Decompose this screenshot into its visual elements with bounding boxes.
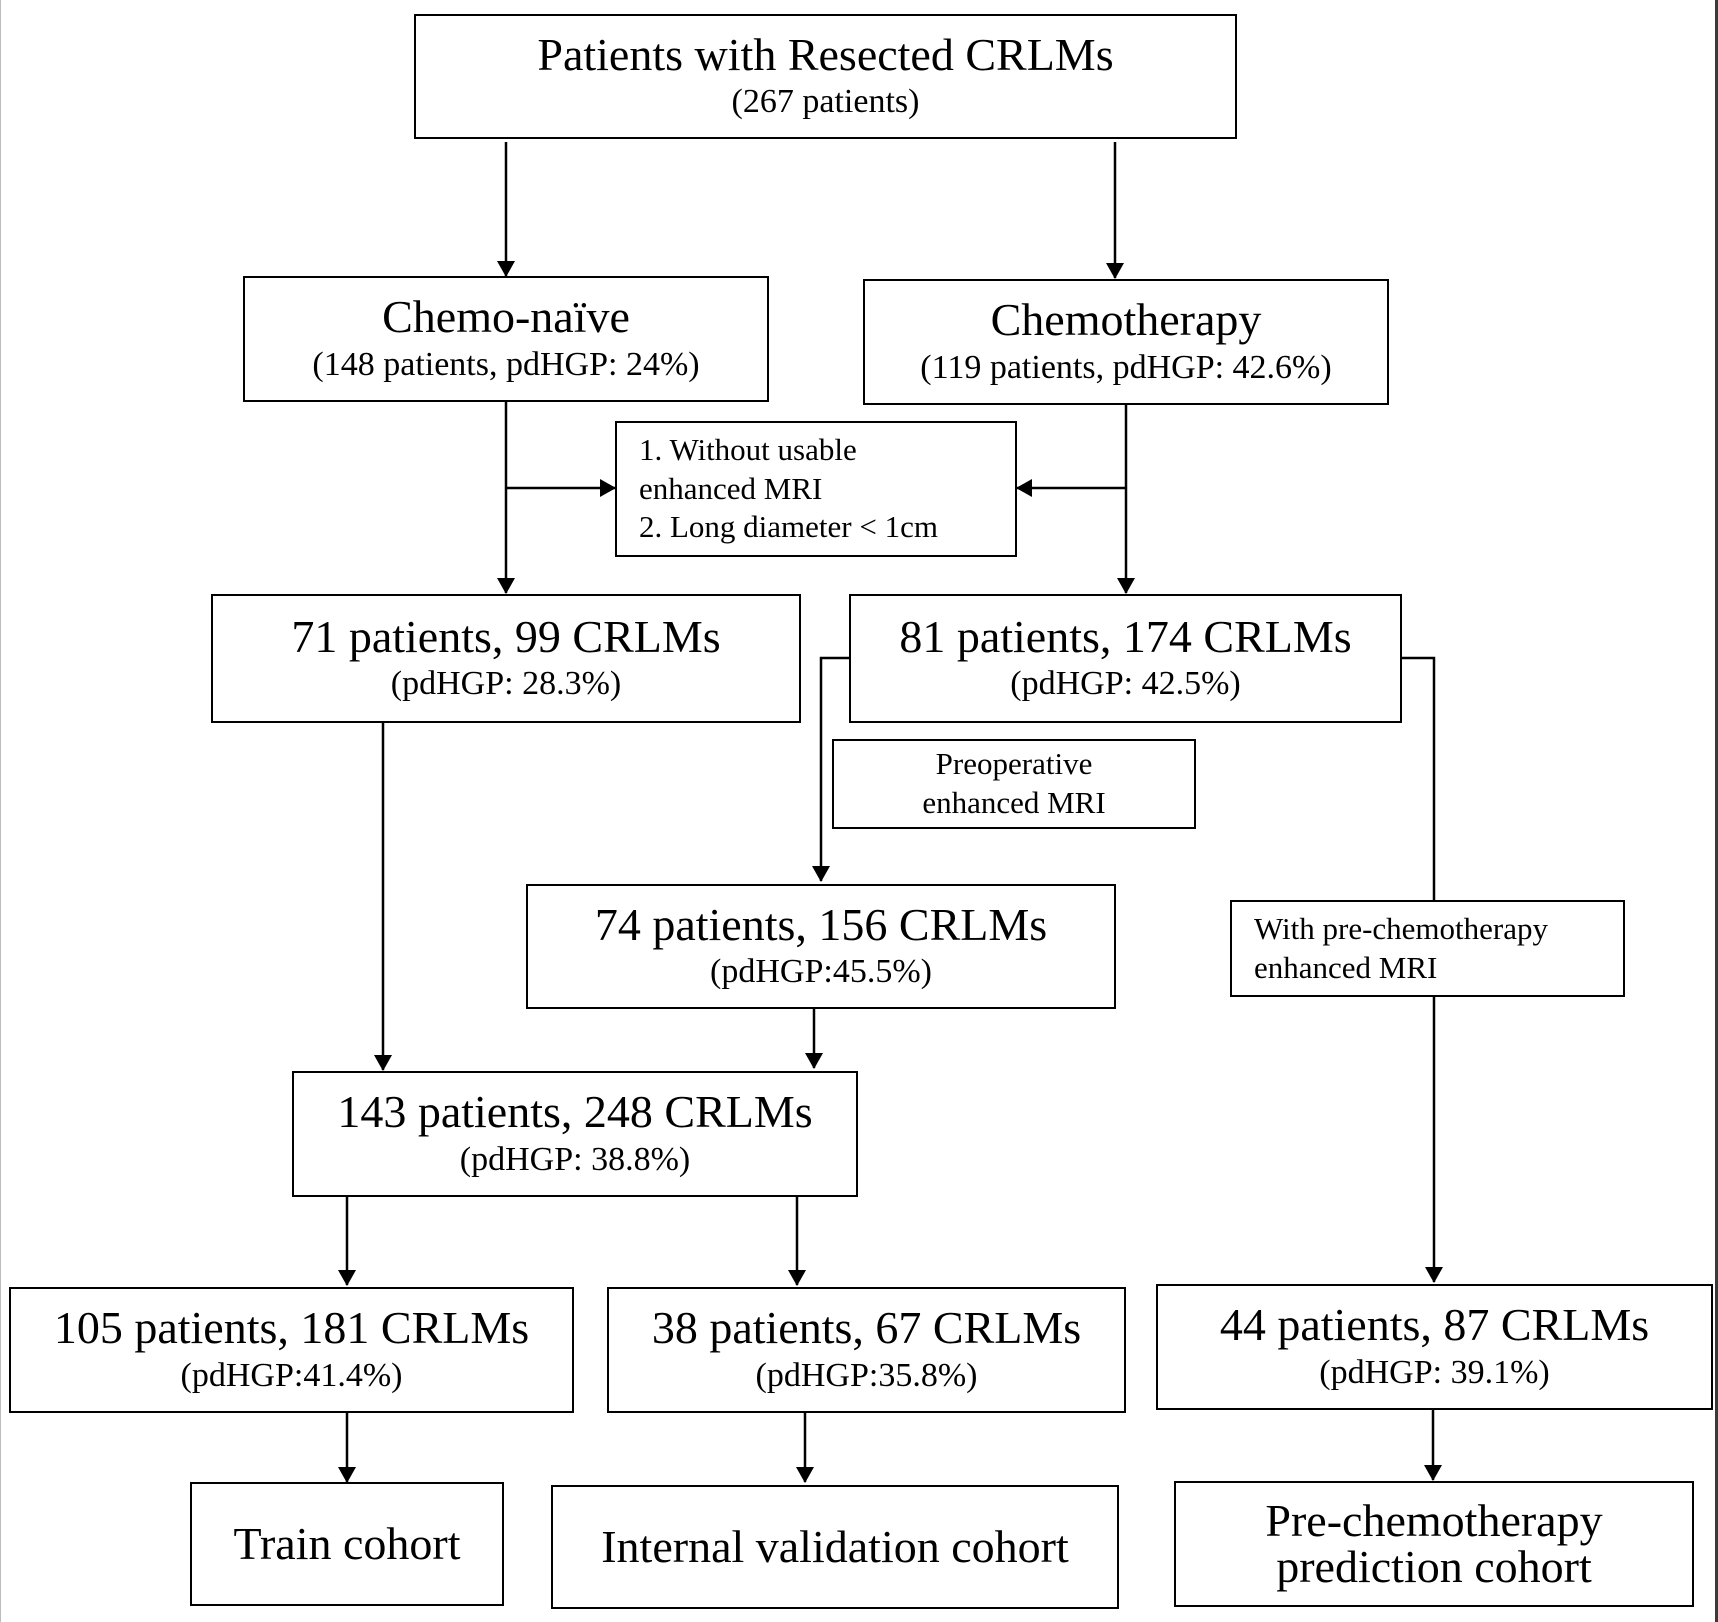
chemo-preop-subtitle: (pdHGP:45.5%) xyxy=(710,953,932,991)
train-split-subtitle: (pdHGP:41.4%) xyxy=(180,1356,403,1394)
naive-filtered-title: 71 patients, 99 CRLMs xyxy=(291,610,721,662)
internal-validation-cohort-label: Internal validation cohort xyxy=(601,1521,1069,1572)
prechemo-mri-box: With pre-chemotherapy enhanced MRI xyxy=(1230,900,1625,997)
internal-split-box: 38 patients, 67 CRLMs (pdHGP:35.8%) xyxy=(607,1287,1126,1413)
root-title: Patients with Resected CRLMs xyxy=(537,28,1114,80)
chemo-naive-subtitle: (148 patients, pdHGP: 24%) xyxy=(312,345,700,383)
prechemo-cohort-line-1: Pre-chemotherapy xyxy=(1265,1495,1603,1546)
preoperative-mri-line-2: enhanced MRI xyxy=(922,785,1106,820)
exclusion-line-2: enhanced MRI xyxy=(639,470,823,506)
chemo-preop-box: 74 patients, 156 CRLMs (pdHGP:45.5%) xyxy=(526,884,1116,1009)
chemo-naive-title: Chemo-naïve xyxy=(382,291,630,343)
naive-filtered-box: 71 patients, 99 CRLMs (pdHGP: 28.3%) xyxy=(211,594,801,723)
naive-filtered-subtitle: (pdHGP: 28.3%) xyxy=(390,665,622,703)
exclusion-line-3: 2. Long diameter < 1cm xyxy=(639,509,938,545)
chemotherapy-box: Chemotherapy (119 patients, pdHGP: 42.6%… xyxy=(863,279,1389,405)
chemo-preop-title: 74 patients, 156 CRLMs xyxy=(594,898,1048,950)
chemo-filtered-subtitle: (pdHGP: 42.5%) xyxy=(1010,665,1241,703)
chemo-filtered-box: 81 patients, 174 CRLMs (pdHGP: 42.5%) xyxy=(849,594,1402,723)
combined-subtitle: (pdHGP: 38.8%) xyxy=(459,1140,691,1178)
train-split-title: 105 patients, 181 CRLMs xyxy=(53,1302,530,1354)
combined-box: 143 patients, 248 CRLMs (pdHGP: 38.8%) xyxy=(292,1071,858,1197)
exclusion-line-1: 1. Without usable xyxy=(639,431,857,467)
prechemo-mri-line-1: With pre-chemotherapy xyxy=(1254,910,1548,946)
prechemo-mri-line-2: enhanced MRI xyxy=(1254,949,1438,985)
arrow-81-to-44 xyxy=(1402,656,1443,1283)
internal-split-subtitle: (pdHGP:35.8%) xyxy=(755,1356,978,1394)
root-subtitle: (267 patients) xyxy=(731,83,920,121)
train-cohort-box: Train cohort xyxy=(190,1482,504,1606)
arrow-81-to-74 xyxy=(812,656,849,882)
internal-split-title: 38 patients, 67 CRLMs xyxy=(651,1302,1082,1354)
preoperative-mri-line-1: Preoperative xyxy=(935,746,1093,782)
prechemo-prediction-cohort-box: Pre-chemotherapy prediction cohort xyxy=(1174,1481,1694,1607)
chemotherapy-title: Chemotherapy xyxy=(990,294,1262,346)
prechemo-split-box: 44 patients, 87 CRLMs (pdHGP: 39.1%) xyxy=(1156,1284,1713,1410)
chemotherapy-subtitle: (119 patients, pdHGP: 42.6%) xyxy=(920,348,1332,386)
chemo-naive-box: Chemo-naïve (148 patients, pdHGP: 24%) xyxy=(243,276,769,402)
train-split-box: 105 patients, 181 CRLMs (pdHGP:41.4%) xyxy=(9,1287,574,1413)
train-cohort-label: Train cohort xyxy=(233,1518,461,1569)
internal-validation-cohort-box: Internal validation cohort xyxy=(551,1485,1119,1609)
combined-title: 143 patients, 248 CRLMs xyxy=(337,1086,813,1138)
root-box: Patients with Resected CRLMs (267 patien… xyxy=(414,14,1237,139)
exclusion-criteria-box: 1. Without usable enhanced MRI 2. Long d… xyxy=(615,421,1017,557)
prechemo-split-title: 44 patients, 87 CRLMs xyxy=(1219,1299,1650,1351)
prechemo-split-subtitle: (pdHGP: 39.1%) xyxy=(1319,1353,1550,1391)
preoperative-mri-box: Preoperative enhanced MRI xyxy=(832,739,1196,829)
prechemo-cohort-line-2: prediction cohort xyxy=(1276,1541,1592,1592)
chemo-filtered-title: 81 patients, 174 CRLMs xyxy=(899,610,1352,662)
